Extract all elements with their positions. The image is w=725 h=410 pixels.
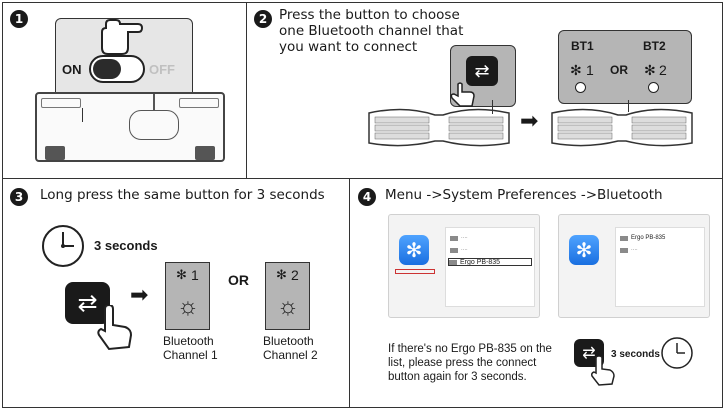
channel-1-number: 1 (191, 267, 199, 283)
step-2-number: 2 (254, 10, 272, 28)
step-2-title-line3: you want to connect (279, 39, 418, 55)
arrow-right-icon: ➡ (520, 108, 539, 133)
led-blink-icon: ☼ (177, 293, 199, 320)
channel-1-caption-line2: Channel 1 (163, 348, 218, 362)
arrow-right-icon: ➡ (130, 282, 149, 307)
divider (2, 178, 723, 179)
channel-2-number: 2 (291, 267, 299, 283)
device-row-ergo[interactable]: Ergo PB-835 (620, 234, 665, 242)
swap-arrows-icon: ⇄ (474, 60, 490, 81)
ergo-keyboard (368, 108, 510, 147)
bluetooth-icon: ✻ (644, 62, 656, 78)
clock-icon (42, 225, 84, 267)
clock-icon (661, 337, 693, 369)
off-label: OFF (149, 62, 175, 77)
device-name: Ergo PB-835 (460, 258, 501, 266)
step-2-title-line2: one Bluetooth channel that (279, 23, 464, 39)
seconds-label: 3 seconds (94, 238, 158, 253)
step-3-number: 3 (10, 188, 28, 206)
seconds-label: 3 seconds (611, 349, 660, 360)
or-label: OR (610, 63, 628, 77)
callout-line (628, 100, 629, 112)
bt-channel-button[interactable]: ⇄ (65, 282, 110, 324)
callout-line (492, 100, 493, 114)
bluetooth-prefs-screen: ✻ ···· ···· Ergo PB-835 (388, 214, 540, 318)
step-4-title: Menu ->System Preferences ->Bluetooth (385, 187, 663, 203)
divider (349, 178, 350, 408)
bt2-channel: 2 (659, 62, 667, 78)
led-icon (648, 82, 659, 93)
on-label: ON (62, 62, 82, 77)
callout-line (82, 108, 83, 122)
bluetooth-icon: ✻ (570, 62, 582, 78)
power-switch[interactable] (89, 55, 145, 83)
channel-1-caption-line1: Bluetooth (163, 334, 214, 348)
channel-2-caption-line2: Channel 2 (263, 348, 318, 362)
led-blink-icon: ☼ (277, 293, 299, 320)
keyboard-underside (35, 92, 225, 162)
hand-pointer-icon (591, 356, 615, 386)
hand-pointer-icon (450, 82, 475, 107)
step-2-title-line1: Press the button to choose (279, 7, 460, 23)
device-row-ergo[interactable]: Ergo PB-835 (448, 258, 532, 266)
hand-pointer-icon (101, 19, 144, 55)
device-list: ···· ···· Ergo PB-835 (445, 227, 535, 307)
bt2-label: BT2 (643, 39, 666, 53)
channel-1-indicator: ✻ 1 ☼ (165, 262, 210, 330)
bluetooth-prefs-screen: ✻ Ergo PB-835 ···· (558, 214, 710, 318)
step-1-number: 1 (10, 10, 28, 28)
bt1-label: BT1 (571, 39, 594, 53)
led-icon (575, 82, 586, 93)
device-list: Ergo PB-835 ···· (615, 227, 705, 307)
bluetooth-icon: ✻ (569, 235, 599, 265)
ergo-keyboard (551, 108, 693, 147)
bt1-channel: 1 (586, 62, 594, 78)
step-3-title: Long press the same button for 3 seconds (40, 187, 325, 203)
swap-arrows-icon: ⇄ (77, 289, 98, 317)
divider (246, 2, 247, 178)
bt-channel-button[interactable]: ⇄ (466, 56, 498, 86)
switch-knob (93, 59, 121, 79)
note-line3: button again for 3 seconds. (388, 371, 527, 383)
hand-pointer-icon (97, 305, 133, 351)
bluetooth-icon: ✻ (399, 235, 429, 265)
channel-2-indicator: ✻ 2 ☼ (265, 262, 310, 330)
bluetooth-icon: ✻ (176, 267, 187, 282)
bluetooth-icon: ✻ (276, 267, 287, 282)
channel-2-caption-line1: Bluetooth (263, 334, 314, 348)
swap-arrows-icon: ⇄ (582, 345, 596, 362)
step-4-number: 4 (358, 188, 376, 206)
note-line1: If there's no Ergo PB-835 on the (388, 343, 552, 355)
note-line2: list, please press the connect (388, 357, 537, 369)
device-name: Ergo PB-835 (631, 235, 666, 241)
or-label: OR (228, 272, 249, 288)
